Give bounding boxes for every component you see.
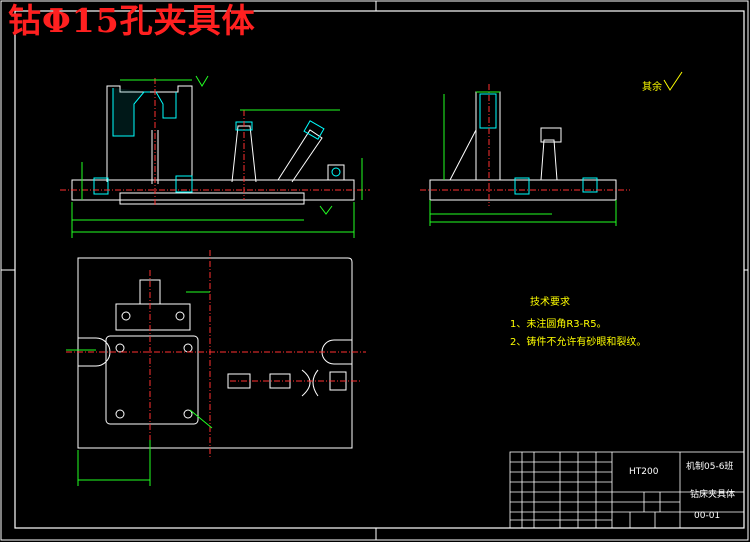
top-view bbox=[66, 250, 366, 486]
roughness-note: 其余 bbox=[642, 80, 662, 93]
title-block bbox=[509, 451, 745, 529]
tech-requirement-1: 1、未注圆角R3-R5。 bbox=[510, 317, 607, 330]
side-view bbox=[420, 84, 630, 226]
roughness-check-icon bbox=[663, 71, 683, 91]
drawing-number-cell: 00-01 bbox=[694, 511, 720, 521]
material-cell: HT200 bbox=[629, 467, 659, 477]
tech-requirement-2: 2、铸件不允许有砂眼和裂纹。 bbox=[510, 335, 646, 348]
class-cell: 机制05-6班 bbox=[686, 460, 733, 472]
drawing-name-cell: 钻床夹具体 bbox=[690, 488, 735, 500]
drawing-title: 钻Φ15孔夹具体 bbox=[8, 1, 256, 40]
inner-frame bbox=[14, 10, 745, 529]
tech-requirements-heading: 技术要求 bbox=[530, 295, 570, 308]
front-view bbox=[60, 75, 370, 238]
